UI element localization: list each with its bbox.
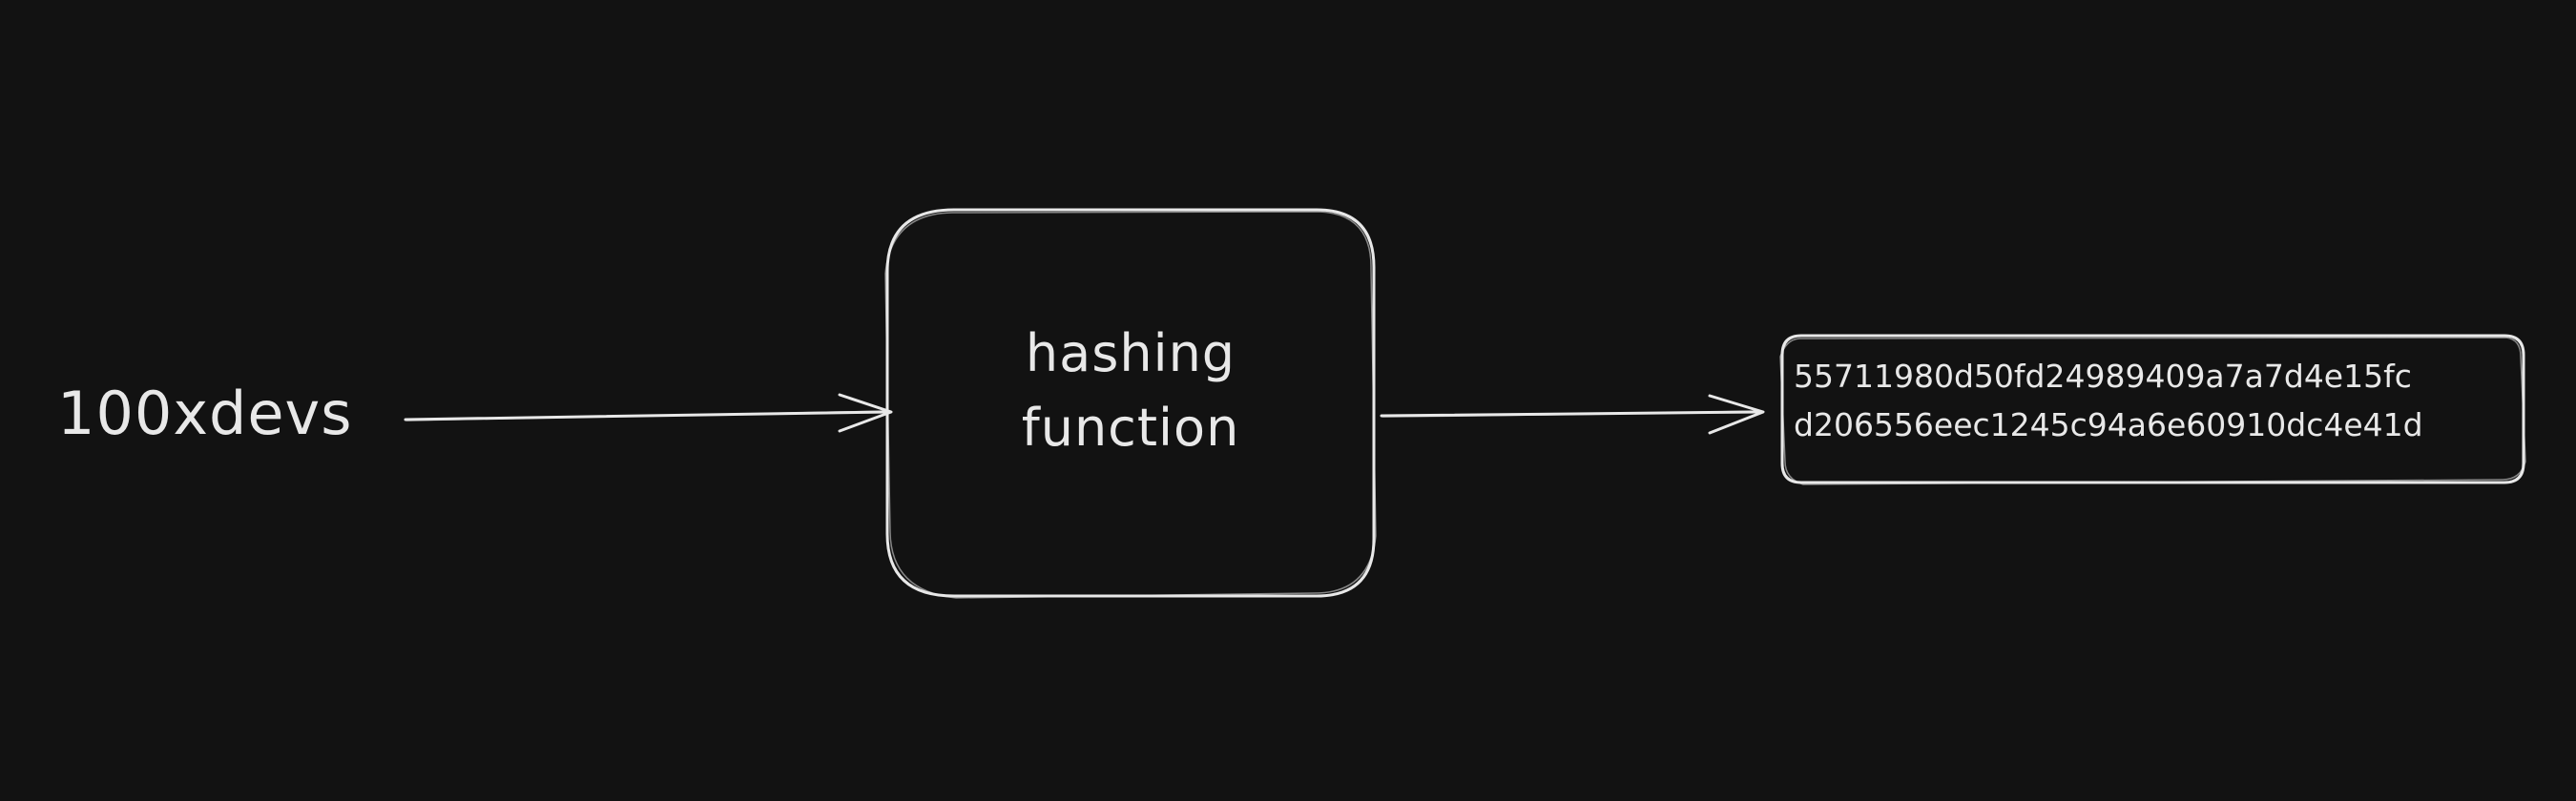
input-arrow [404, 393, 893, 433]
hashing-function-box [884, 208, 1377, 599]
function-label-line-1: hashing [1025, 323, 1236, 383]
output-arrow [1380, 394, 1765, 435]
hashing-function-label: hashing function [1011, 317, 1250, 465]
input-label: 100xdevs [57, 379, 353, 448]
hash-line-2: d206556eec1245c94a6e60910dc4e41d [1794, 406, 2423, 443]
hash-line-1: 55711980d50fd24989409a7a7d4e15fc [1794, 358, 2412, 395]
hash-output-text: 55711980d50fd24989409a7a7d4e15fc d206556… [1794, 352, 2423, 449]
hash-output-box [1779, 334, 2526, 485]
function-label-line-2: function [1021, 398, 1240, 458]
